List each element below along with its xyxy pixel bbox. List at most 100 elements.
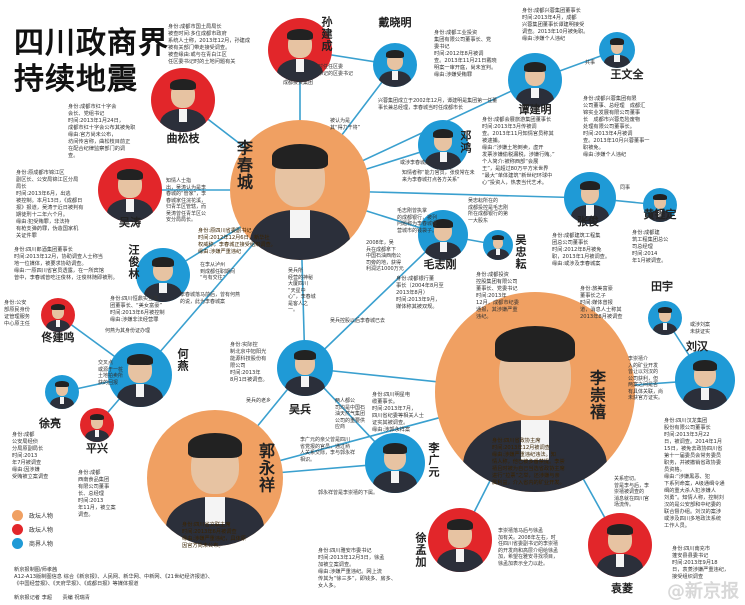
legend-swatch: [12, 509, 23, 521]
person-info: 身份:四川雅安市委书记 时间:2013年12月3日，徐孟 加被立案调查。 缘由:…: [318, 548, 397, 589]
relation-label: 吴兵的老乡: [246, 398, 272, 404]
legend-label: 政坛人物: [29, 526, 54, 534]
person-node-liguangyuan: [365, 433, 425, 493]
relation-label: 吴兵所 经营的神秘 大厦四川 “天星中 心”，李春城 是客人之 一。: [288, 268, 316, 313]
portrait-shirt: [521, 420, 549, 460]
portrait-shirt: [290, 209, 310, 238]
relation-label: 李崇禧介 入的矿业开发 曾让以刘汉的 公司获利，但 两案之间是否 有具体关联，尚…: [628, 356, 664, 401]
person-name: 谭建明: [518, 103, 552, 116]
portrait-hair: [51, 303, 65, 310]
portrait-shirt: [615, 553, 625, 567]
portrait-shirt: [531, 87, 539, 99]
person-node-tianyu: [648, 301, 682, 335]
portrait-shirt: [178, 108, 188, 122]
portrait-hair: [495, 326, 575, 362]
title-line-1: 四川政商界: [14, 26, 169, 61]
portrait-shirt: [55, 319, 61, 327]
portrait-hair: [579, 180, 601, 191]
relation-label: 李广元的亲父曾是四川 省党报的官员，通过熟 人关系交际，李与郭永祥 相识。: [300, 437, 356, 463]
person-node-tongjianming: [41, 298, 75, 332]
title-line-2: 持续地震: [14, 62, 138, 97]
portrait-shirt: [439, 152, 447, 162]
portrait-hair: [90, 413, 104, 420]
legend-swatch: [12, 523, 23, 535]
person-name: 徐亮: [39, 417, 61, 430]
person-name: 何燕: [176, 348, 189, 372]
person-name: 袁菱: [611, 582, 633, 595]
portrait-shirt: [455, 548, 465, 562]
person-info: 身份:四川明星电 缆董事长。 时间:2013年7月， 四川省纪委等相关人士 证实…: [372, 392, 424, 433]
person-name: 田宇: [651, 280, 673, 293]
credit-source: 新京报制图/师孝茜 A12-A13版制图信息 综合《新京报》、人民网、新华网、中…: [14, 567, 213, 588]
person-node-wuzhongyun: [483, 230, 513, 260]
portrait-shirt: [390, 471, 400, 484]
portrait-shirt: [657, 209, 663, 217]
legend-item: 政坛人物: [12, 508, 53, 522]
person-node-wangwenquan: [599, 32, 635, 68]
portrait-shirt: [159, 282, 167, 294]
relation-label: 吴兵控股以后李春城已去: [330, 318, 386, 324]
person-name: 平兴: [86, 442, 108, 455]
credit-line: 新京报制图/师孝茜: [14, 567, 58, 573]
portrait-hair: [653, 193, 667, 200]
relation-label: 毛志刚曾执掌 的成都银行，被列 问题称为李春城经 营城市的钱袋子。: [397, 208, 438, 234]
portrait-shirt: [125, 198, 135, 212]
person-info: 身份:四川郎酒集团董事长 时间:2013年12月，协助调查人士称当 地一位媒体，…: [14, 247, 118, 281]
portrait-hair: [127, 353, 153, 366]
portrait-shirt: [301, 375, 309, 388]
portrait-shirt: [59, 396, 65, 404]
legend-label: 商界人物: [29, 540, 54, 548]
person-info: 身份:四川恒鼎实业集 团董事长、“美女富豪” 时间:2013年6月被控制 缘由:…: [110, 296, 165, 323]
person-name: 吴兵: [289, 403, 311, 416]
person-node-xuliang: [45, 375, 79, 409]
portrait-hair: [170, 78, 196, 91]
person-info: 身份:旅美富豪 董事长之子 时间:媒体曾报 道，消息人士称其 2013年8月被调…: [580, 286, 623, 320]
person-info: 身份:成都 公安局经侦 分局原副局长 时间:2013 年7月被调查 缘由:因涉嫌…: [12, 432, 49, 480]
portrait-shirt: [586, 205, 594, 216]
relation-label: 两人都公 司均是中国石 油天然气集团 公司的重要供 应商: [335, 398, 366, 430]
relation-label: 知情者称“能力官员，张俊常在未 来为李春城打点各方关系”: [402, 170, 475, 183]
person-info: 身份:四川省文联主席 时间:2013年6月被调查 缘由:涉嫌严重违纪，具体原 因…: [182, 522, 246, 549]
portrait-hair: [447, 518, 473, 531]
relation-label: 兴蓉集团成立于2002年12月，谭建明是集团第一任董 事长兼总经理，李春城当时任…: [378, 98, 498, 111]
portrait-shirt: [135, 383, 145, 397]
person-info: 身份:成都市红十字会 会长、党组书记 时间:2013年1月24日， 成都市红十字…: [68, 104, 136, 159]
person-info: 身份:四川南充市 蓬安县县委书记 时间:2013年9月18 日，袁菱涉嫌严重违纪…: [672, 546, 730, 580]
portrait-hair: [607, 523, 633, 536]
person-info: 身份:成都会展旅游集团董事长 时间:2013年3月传被调 查。2013年11月知…: [482, 117, 555, 186]
relation-label: 共事: [585, 60, 596, 66]
watermark: @新京报: [667, 581, 739, 602]
portrait-hair: [117, 168, 143, 181]
legend-swatch: [12, 537, 23, 549]
relation-line-wubing-maozhigang: [304, 234, 444, 369]
relation-label: 在李从泸州 到成都任职期间 “与有交往”: [200, 262, 236, 281]
portrait-hair: [383, 443, 407, 454]
portrait-hair: [658, 306, 672, 313]
relation-label: 被认为是 其“得力干将”: [330, 118, 361, 131]
portrait-face: [492, 236, 504, 249]
person-info: 身份:原四川省委副书记 时间:2012年12月6日，新华社 权威称，李春城正接受…: [198, 228, 276, 255]
person-name: 徐孟加: [414, 532, 427, 568]
person-info: 身份:成都建筑工程集 团总公司董事长 时间:2012年8月被免 职，2013年1…: [552, 233, 611, 267]
person-name: 汪俊林: [127, 244, 140, 280]
person-info: 身份:成都兴蓉集团董事长 时间:2013年4月，成都 兴蓉集团董事长谭建明接受 …: [522, 8, 589, 42]
portrait-hair: [386, 50, 404, 59]
person-name: 佟建鸣: [41, 331, 75, 344]
person-name: 李春城: [234, 139, 253, 191]
portrait-hair: [55, 380, 69, 387]
person-node-maozhigang: [418, 210, 468, 260]
portrait-hair: [433, 218, 453, 228]
credit-line: A12-A13版制图信息 综合《新京报》、人民网、新华网、中新网、《21世纪经济…: [14, 574, 213, 580]
legend: 政坛人物 政坛人物 商界人物: [12, 508, 53, 550]
portrait-hair: [524, 62, 546, 72]
person-name: 曲松枝: [166, 132, 200, 145]
person-name: 李崇禧: [587, 369, 606, 421]
person-node-pingxing: [80, 408, 114, 442]
relation-label: 成都投资集团: [283, 80, 314, 86]
person-node-wubing: [277, 340, 333, 396]
person-node-qusongzhi: [151, 68, 215, 132]
portrait-shirt: [662, 322, 668, 330]
portrait-hair: [187, 433, 243, 458]
portrait-shirt: [700, 388, 710, 401]
page-title: 四川政商界 持续地震: [14, 26, 169, 98]
